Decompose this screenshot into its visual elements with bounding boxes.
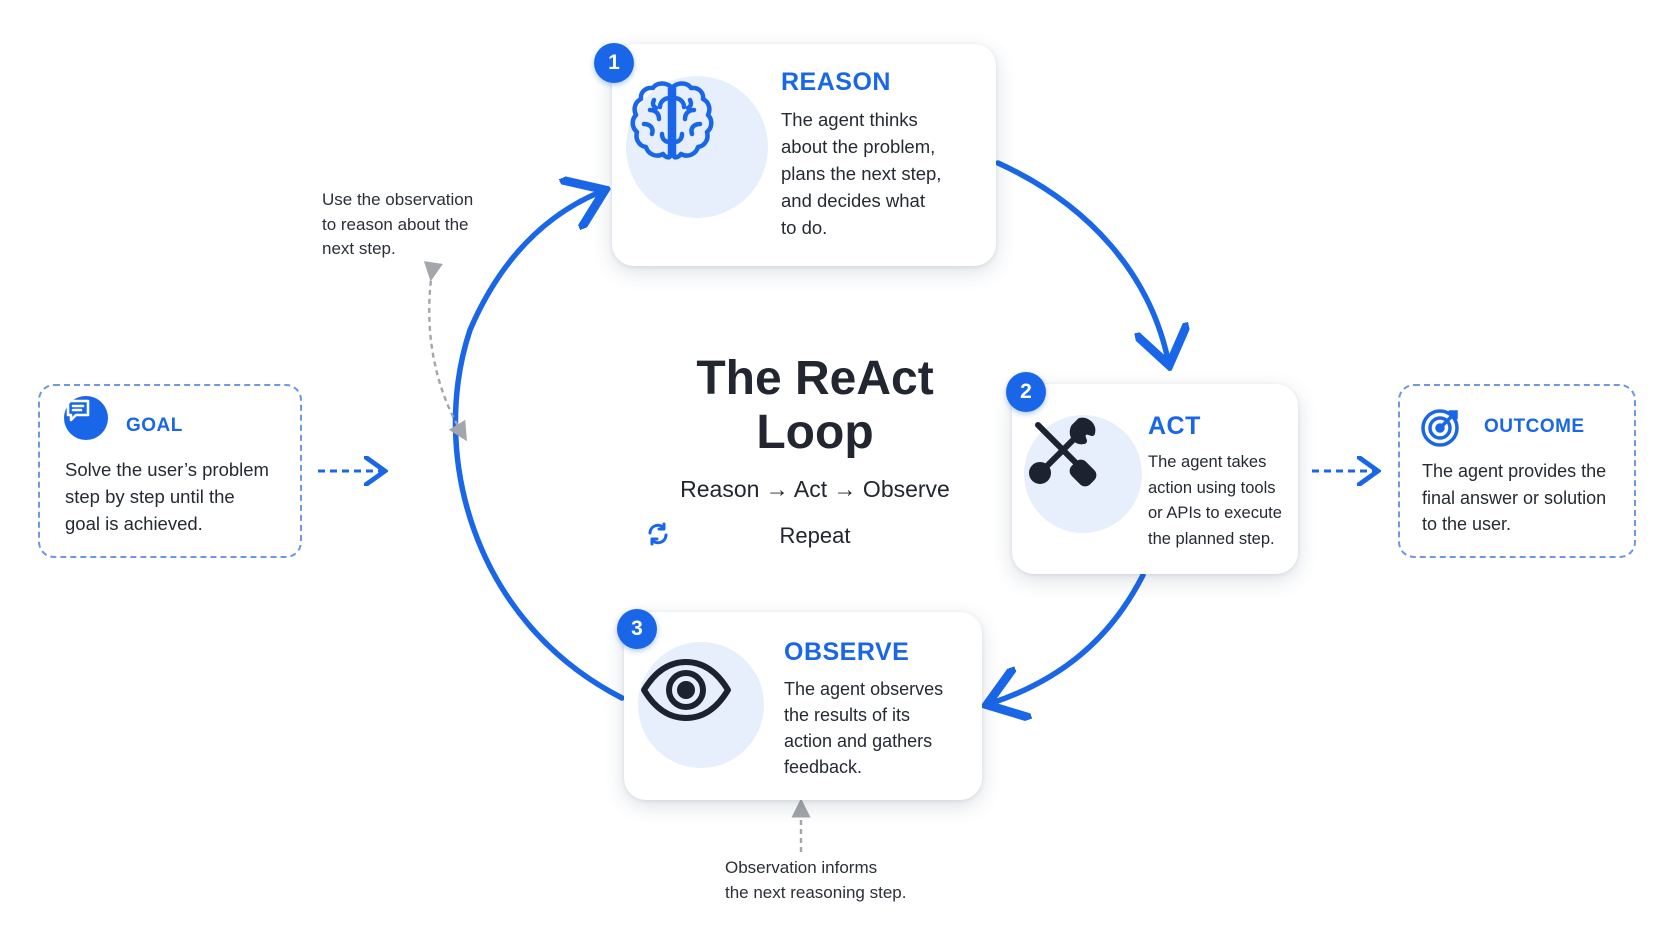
reason-line: about the problem, <box>781 136 936 157</box>
title-line: The ReAct <box>696 352 934 405</box>
act-icon-circle <box>1024 415 1142 533</box>
reason-line: to do. <box>781 217 828 238</box>
brain-icon <box>630 81 714 160</box>
reason-feedback-note: Use the observation to reason about the … <box>322 188 502 262</box>
observe-line: feedback. <box>784 757 863 777</box>
act-line: action using tools <box>1148 478 1276 497</box>
reason-line: The agent thinks <box>781 109 918 130</box>
outcome-description: The agent provides the final answer or s… <box>1422 458 1634 538</box>
title-line: Loop <box>756 406 874 459</box>
note-line: next step. <box>322 239 396 258</box>
observe-line: The agent observes <box>784 679 944 699</box>
diagram-subtitle: Reason → Act → Observe <box>680 476 950 502</box>
observe-feedback-note: Observation informs the next reasoning s… <box>725 856 945 905</box>
reason-description: The agent thinks about the problem, plan… <box>781 106 981 241</box>
arrow-act-to-observe <box>992 572 1146 703</box>
outcome-box: OUTCOME The agent provides the final ans… <box>1398 384 1636 558</box>
arrow-observe-to-reason <box>452 192 625 701</box>
goal-title: GOAL <box>126 415 183 436</box>
act-line: The agent takes <box>1148 453 1267 471</box>
reason-feedback-arrow <box>423 261 467 442</box>
goal-box: GOAL Solve the user’s problem step by st… <box>38 384 302 558</box>
reason-icon-circle <box>626 76 768 218</box>
goal-line: step by step until the <box>65 486 235 507</box>
reason-title: REASON <box>781 68 891 96</box>
act-title: ACT <box>1148 412 1201 440</box>
observe-card: OBSERVE The agent observes the results o… <box>624 612 982 800</box>
outcome-line: to the user. <box>1422 514 1512 534</box>
step-badge-1: 1 <box>594 43 634 83</box>
tools-icon <box>1029 417 1097 487</box>
repeat-label: Repeat <box>640 522 990 549</box>
refresh-icon <box>648 522 668 546</box>
observe-line: action and gathers <box>784 731 933 751</box>
observe-description: The agent observes the results of its ac… <box>784 676 974 780</box>
outcome-line: final answer or solution <box>1422 487 1607 508</box>
note-line: Use the observation <box>322 190 474 209</box>
act-line: or APIs to execute <box>1148 504 1282 522</box>
arrow-reason-to-act <box>995 160 1168 360</box>
step-badge-2: 2 <box>1006 372 1046 412</box>
act-card: ACT The agent takes action using tools o… <box>1012 384 1298 574</box>
act-description: The agent takes action using tools or AP… <box>1148 450 1298 552</box>
reason-card: REASON The agent thinks about the proble… <box>612 44 996 266</box>
goal-line: Solve the user’s problem <box>65 459 269 480</box>
observe-icon-circle <box>638 642 764 768</box>
reason-line: plans the next step, <box>781 163 942 184</box>
repeat-text: Repeat <box>779 523 851 549</box>
outcome-line: The agent provides the <box>1422 461 1607 481</box>
target-icon <box>1420 406 1462 448</box>
reason-line: and decides what <box>781 190 925 211</box>
outcome-title: OUTCOME <box>1484 416 1585 437</box>
note-line: Observation informs <box>725 858 878 877</box>
goal-line: goal is achieved. <box>65 513 203 534</box>
diagram-title: The ReAct Loop <box>640 352 990 460</box>
eye-icon <box>641 659 731 721</box>
note-line: the next reasoning step. <box>725 882 907 902</box>
goal-description: Solve the user’s problem step by step un… <box>65 456 295 537</box>
chat-icon <box>64 396 108 440</box>
observe-title: OBSERVE <box>784 638 910 666</box>
note-line: to reason about the <box>322 214 469 234</box>
step-badge-3: 3 <box>617 609 657 649</box>
act-line: the planned step. <box>1148 529 1275 548</box>
observe-line: the results of its <box>784 705 911 725</box>
